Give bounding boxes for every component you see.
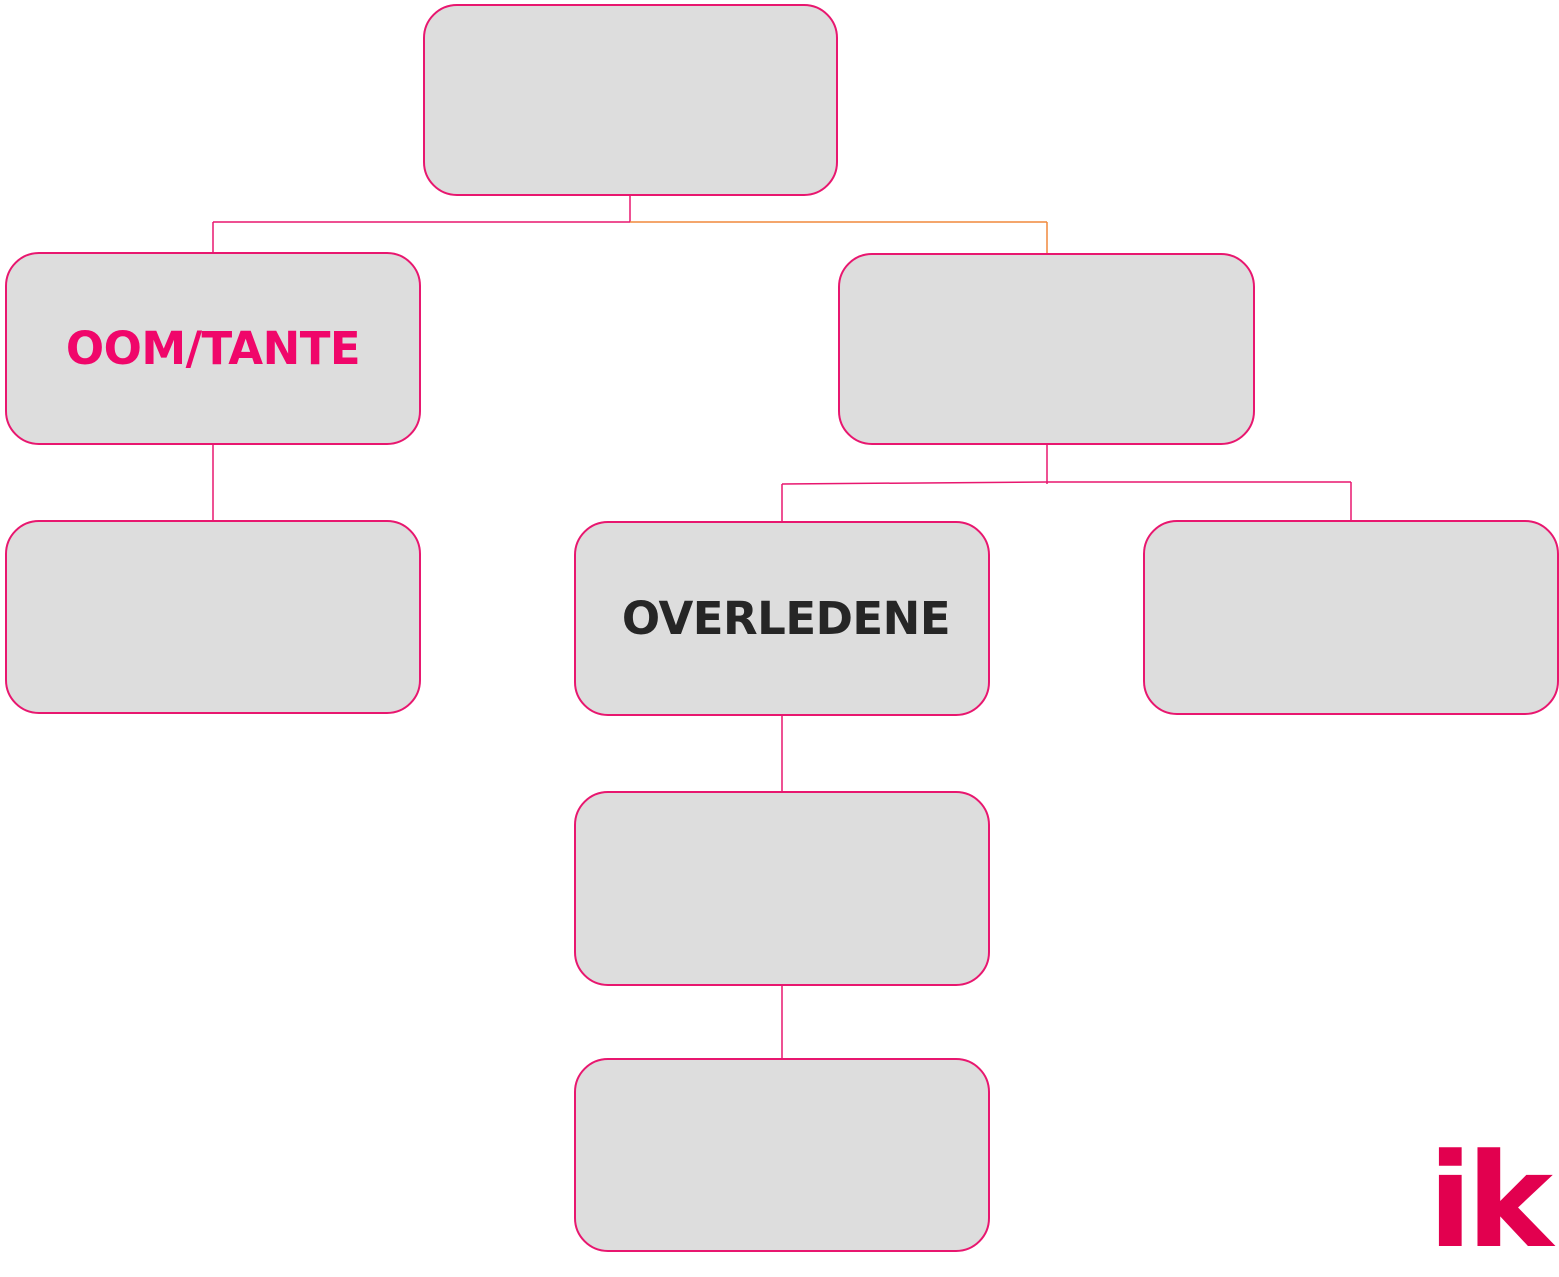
node-grandchild <box>574 1058 990 1252</box>
node-deceased-label: OVERLEDENE <box>621 592 951 645</box>
ikl-logo: ik <box>1428 1136 1559 1266</box>
node-parent <box>838 253 1255 445</box>
logo-text: ik <box>1428 1125 1553 1277</box>
connector-parent-left <box>781 481 1048 485</box>
node-child <box>574 791 990 986</box>
node-cousin <box>5 520 421 714</box>
node-uncle-aunt: OOM/TANTE <box>5 252 421 445</box>
node-sibling <box>1143 520 1559 715</box>
node-grandparent <box>423 4 838 196</box>
node-uncle-aunt-label: OOM/TANTE <box>65 322 361 375</box>
node-deceased: OVERLEDENE <box>574 521 990 716</box>
